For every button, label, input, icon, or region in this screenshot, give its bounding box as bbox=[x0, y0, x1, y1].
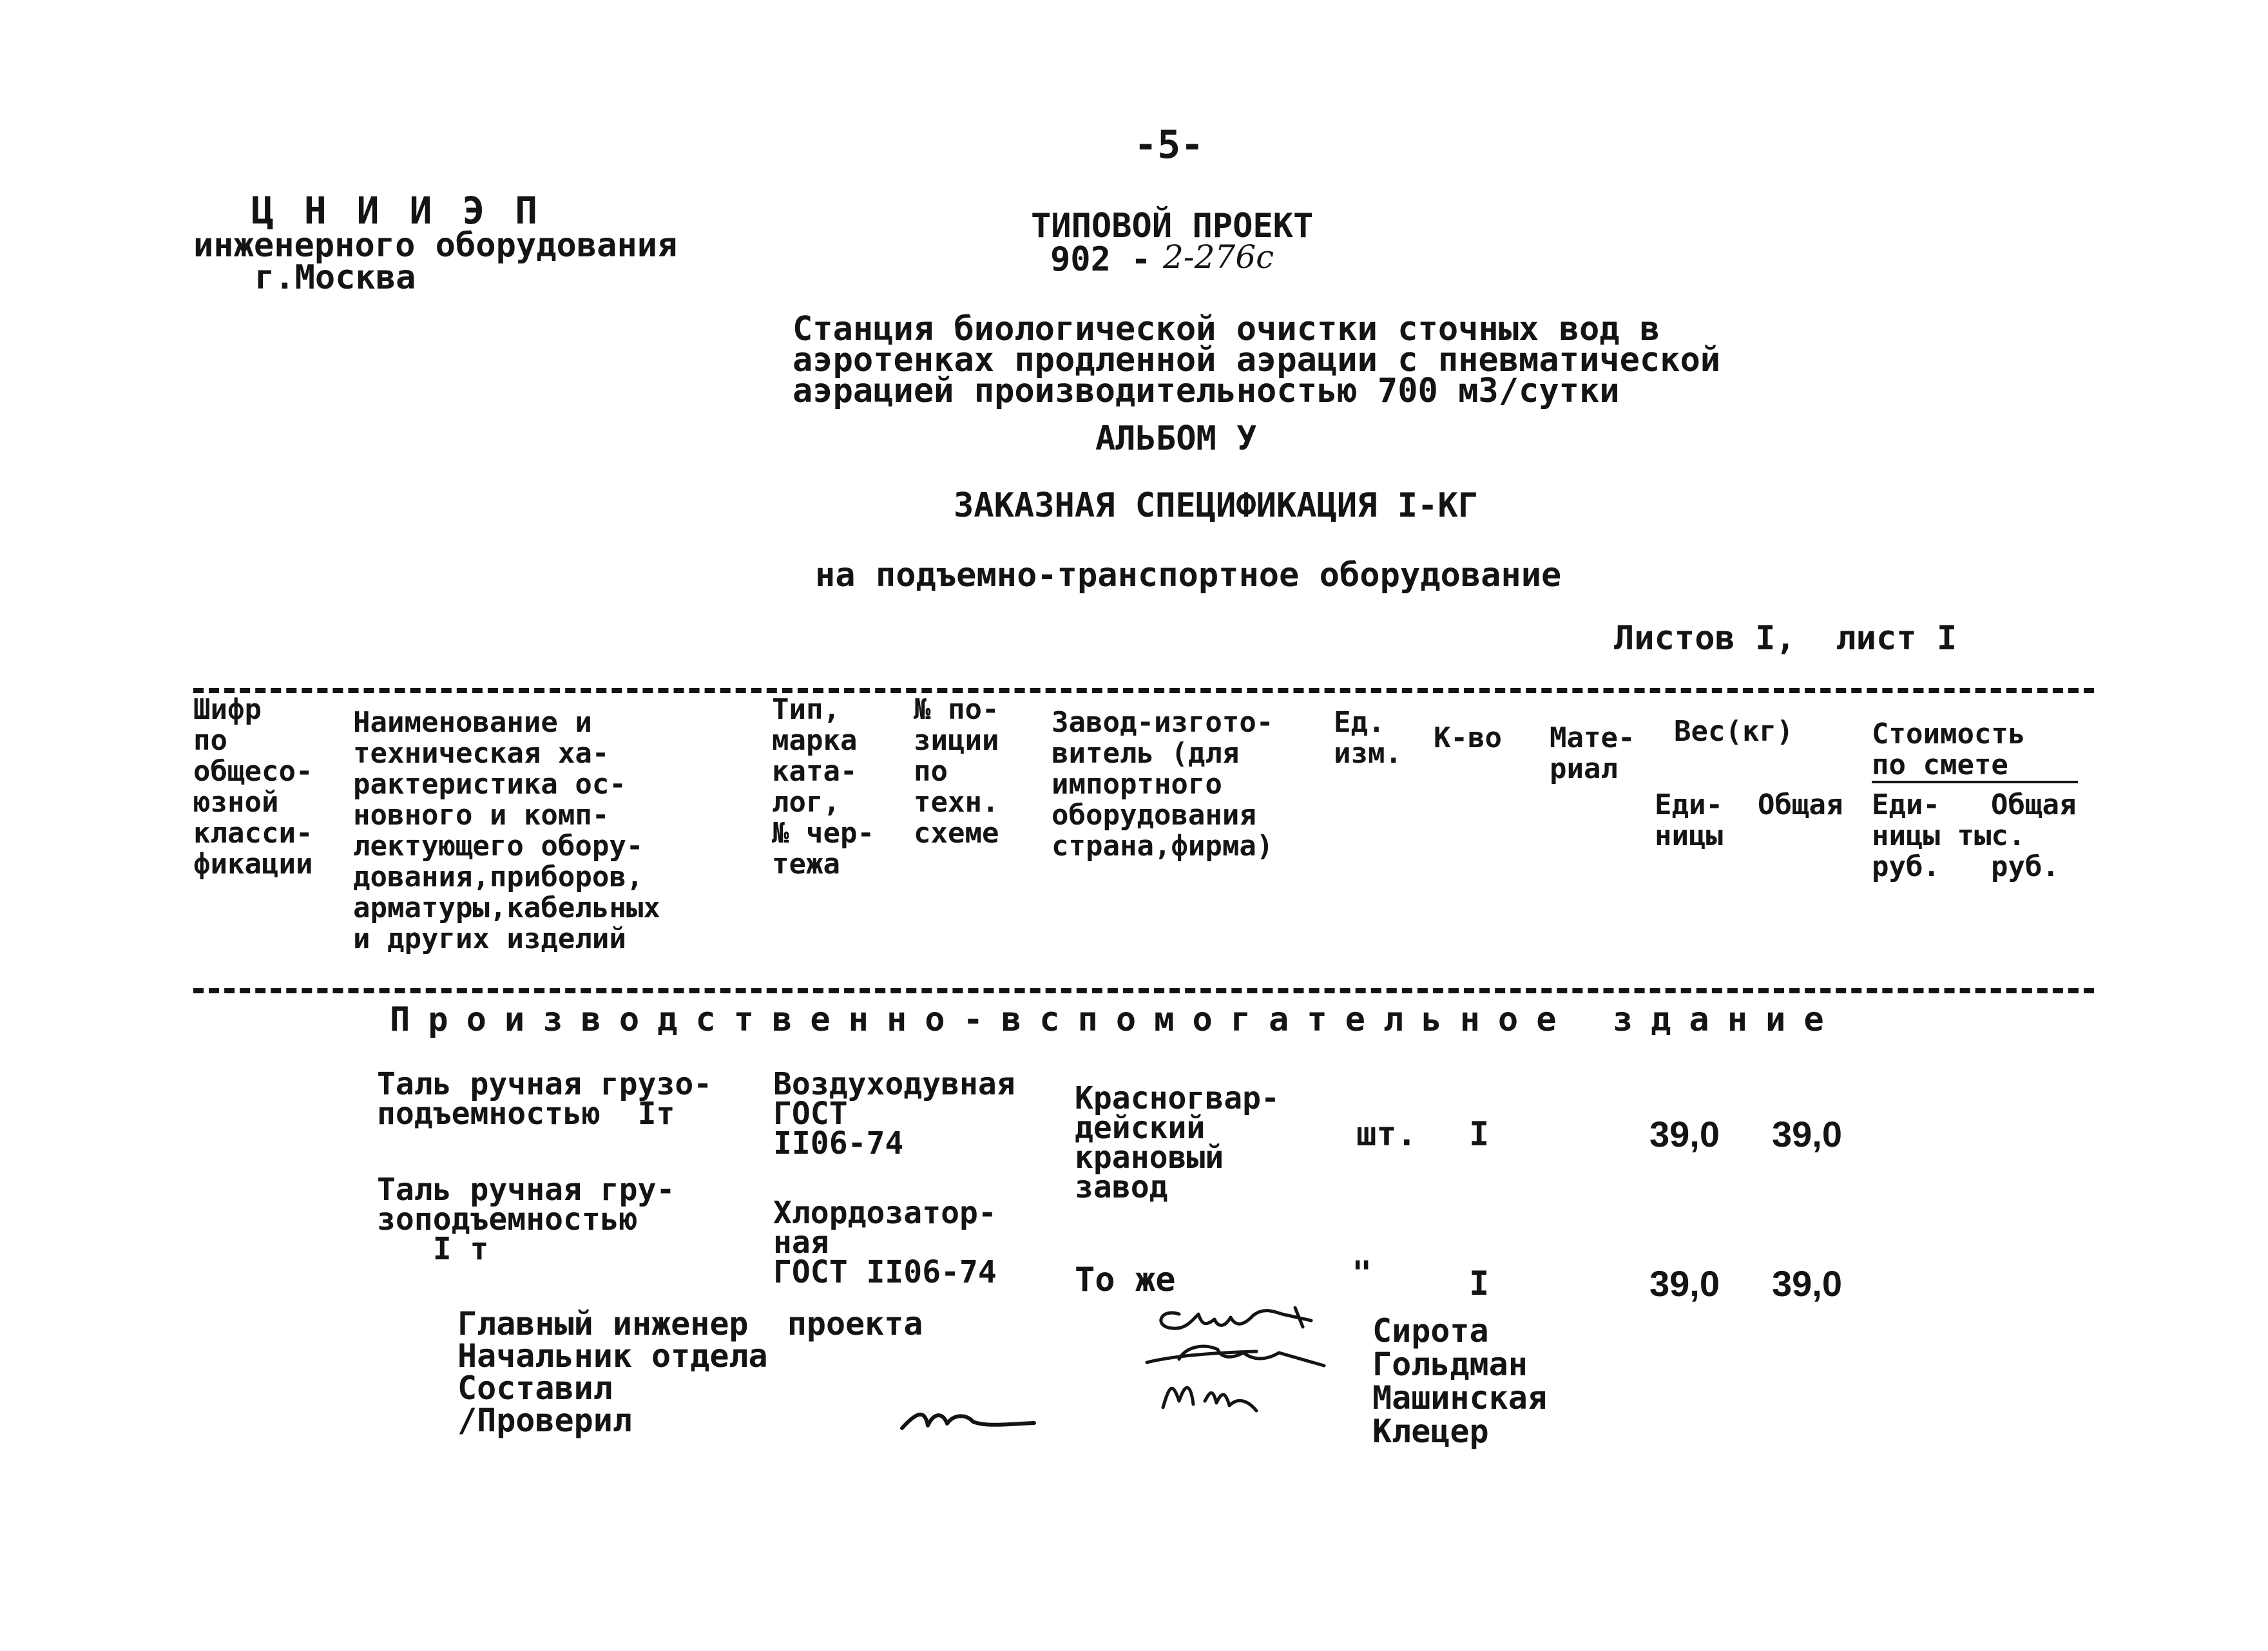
header-cost: Стоимость по смете bbox=[1872, 718, 2026, 781]
header-position: № по- зиции по техн. схеме bbox=[914, 693, 999, 850]
org-subtitle: инженерного оборудования bbox=[193, 226, 678, 265]
sheets-count: Листов I, лист I bbox=[1614, 619, 1957, 658]
description-line-2: аэротенках продленной аэрации с пневмати… bbox=[793, 341, 1721, 379]
row-1-weight-unit: 39,0 bbox=[1649, 1114, 1720, 1154]
project-code-handwritten: 2-276с bbox=[1163, 238, 1274, 276]
row-1-unit: шт. bbox=[1356, 1115, 1417, 1154]
header-cost-total: Общая руб. bbox=[1991, 788, 2077, 883]
table-top-rule bbox=[193, 688, 2094, 693]
header-weight: Вес(кг) bbox=[1674, 715, 1794, 748]
signature-names: Сирота Гольдман Машинская Клецер bbox=[1372, 1312, 1547, 1450]
row-2-maker: То же bbox=[1075, 1261, 1176, 1299]
header-qty: К-во bbox=[1434, 721, 1502, 754]
header-type: Тип, марка ката- лог, № чер- тежа bbox=[772, 693, 874, 881]
header-maker: Завод-изгото- витель (для импортного обо… bbox=[1052, 706, 1274, 863]
org-name: Ц Н И И Э П bbox=[251, 189, 542, 233]
handwritten-signatures bbox=[1145, 1306, 1326, 1413]
spec-title: ЗАКАЗНАЯ СПЕЦИФИКАЦИЯ I-КГ bbox=[954, 486, 1478, 525]
header-material: Мате- риал bbox=[1550, 721, 1635, 785]
project-title: ТИПОВОЙ ПРОЕКТ bbox=[1031, 207, 1314, 245]
page-number: -5- bbox=[1134, 122, 1204, 167]
header-weight-total: Общая bbox=[1758, 788, 1843, 821]
checker-signature bbox=[900, 1412, 1036, 1430]
row-2-unit: " bbox=[1352, 1254, 1372, 1293]
row-1-qty: I bbox=[1469, 1115, 1490, 1154]
album-label: АЛЬБОМ У bbox=[1095, 419, 1257, 458]
header-cost-unit: Еди- ницы тыс. руб. bbox=[1872, 788, 2026, 883]
row-1-name: Таль ручная грузо- подъемностью Iт bbox=[377, 1066, 713, 1132]
header-cipher: Шифр по общесо- юзной класси- фикации bbox=[193, 693, 313, 881]
header-cost-underline bbox=[1872, 781, 2078, 783]
header-unit: Ед. изм. bbox=[1334, 706, 1402, 770]
row-2-name: Таль ручная гру- зоподъемностью I т bbox=[377, 1172, 675, 1267]
spec-subtitle: на подъемно-транспортное оборудование bbox=[815, 556, 1562, 595]
description-line-1: Станция биологической очистки сточных во… bbox=[793, 310, 1660, 348]
project-code: 902 - bbox=[1050, 240, 1151, 279]
description-line-3: аэрацией производительностью 700 м3/сутк… bbox=[793, 372, 1620, 410]
row-1-maker: Красногвар- дейский крановый завод bbox=[1075, 1080, 1280, 1205]
row-2-weight-unit: 39,0 bbox=[1649, 1263, 1720, 1304]
section-title: Производственно-вспомогательное здание bbox=[390, 1000, 1842, 1039]
row-2-qty: I bbox=[1469, 1264, 1490, 1303]
row-2-type: Хлордозатор- ная ГОСТ II06-74 bbox=[773, 1195, 997, 1290]
row-1-type: Воздуходувная ГОСТ II06-74 bbox=[773, 1066, 1015, 1161]
row-2-weight-total: 39,0 bbox=[1772, 1263, 1842, 1304]
table-header-rule bbox=[193, 988, 2094, 993]
header-weight-unit: Еди- ницы bbox=[1655, 788, 1723, 852]
row-1-weight-total: 39,0 bbox=[1772, 1114, 1842, 1154]
signature-roles: Главный инженер проекта Начальник отдела… bbox=[457, 1305, 923, 1439]
header-name: Наименование и техническая ха- рактерист… bbox=[353, 706, 660, 955]
org-city: г.Москва bbox=[255, 258, 416, 297]
